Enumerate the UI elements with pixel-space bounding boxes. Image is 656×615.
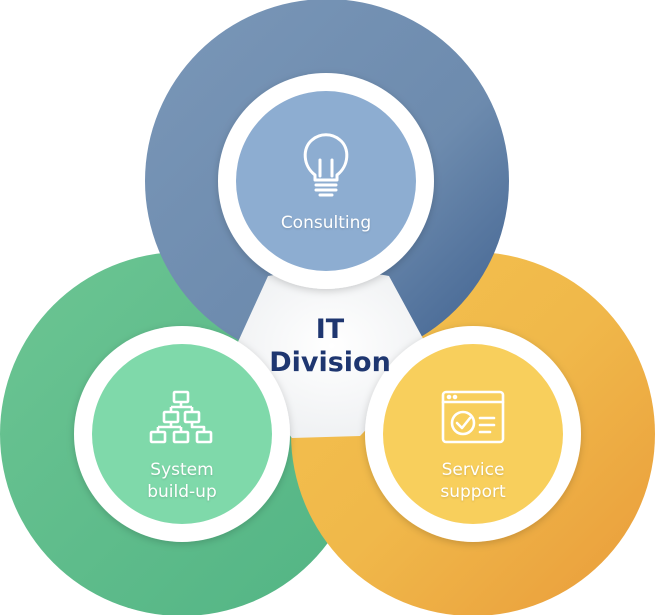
service-disc <box>383 344 563 524</box>
service-label-line2: support <box>440 482 506 502</box>
service-label-line1: Service <box>441 460 505 480</box>
consulting-label-text: Consulting <box>280 213 372 233</box>
center-title-line2: Division <box>269 347 391 378</box>
service-label: Service support <box>393 459 553 503</box>
lightbulb-icon <box>303 133 349 197</box>
center-title-line1: IT <box>315 314 345 345</box>
org-chart-icon <box>149 390 213 444</box>
system-label-line1: System <box>150 460 214 480</box>
checklist-window-icon <box>441 390 505 444</box>
system-label: System build-up <box>102 459 262 503</box>
system-label-line2: build-up <box>147 482 217 502</box>
center-title: IT Division <box>255 313 405 379</box>
system-disc <box>92 344 272 524</box>
consulting-label: Consulting <box>246 212 406 234</box>
